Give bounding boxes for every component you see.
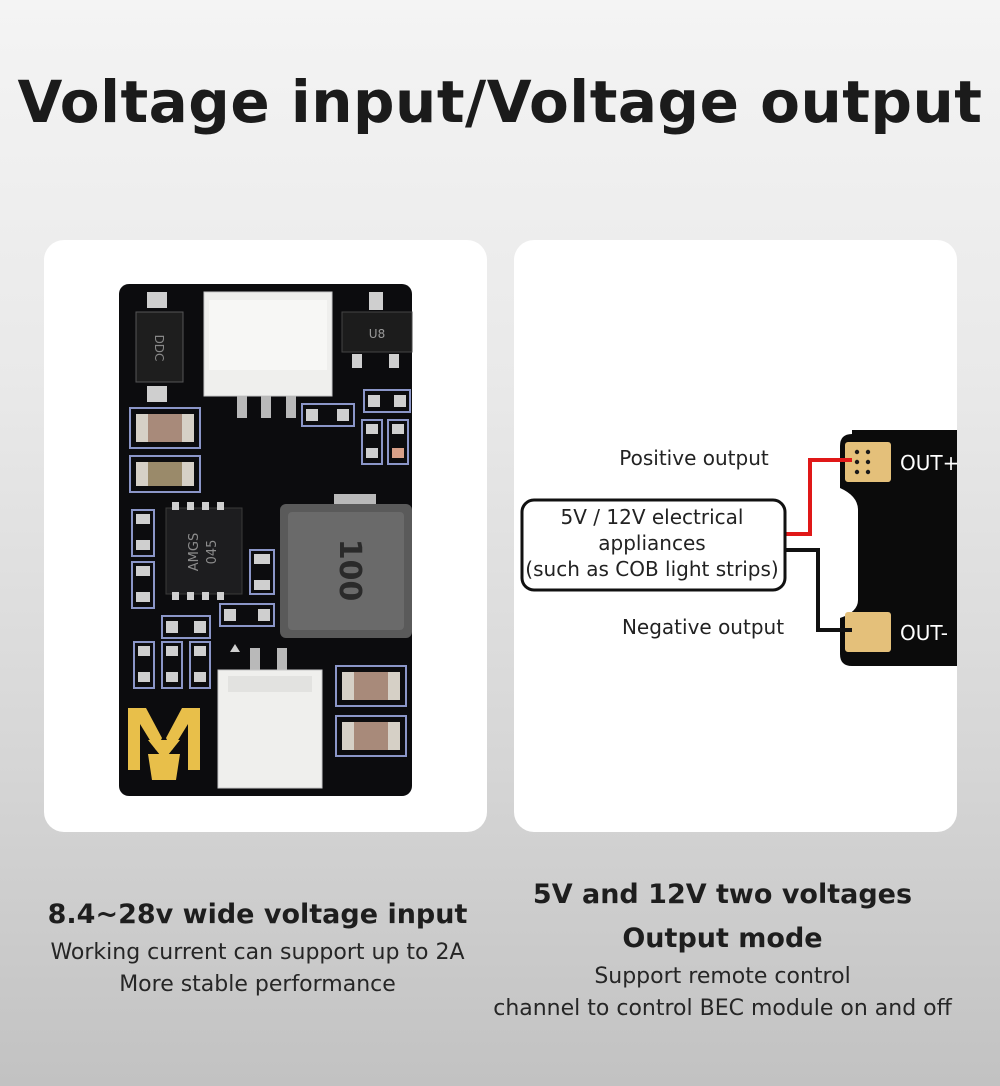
page-title: Voltage input/Voltage output — [17, 68, 983, 136]
input-caption-line-2: More stable performance — [119, 972, 396, 997]
output-caption-heading-2: Output mode — [622, 923, 823, 954]
negative-output-label: Negative output — [622, 615, 784, 639]
out-plus-label: OUT+ — [900, 451, 957, 475]
input-caption-heading: 8.4~28v wide voltage input — [47, 899, 468, 930]
chip-marking-2: 045 — [205, 540, 220, 565]
appliance-line-3: (such as COB light strips) — [525, 557, 778, 581]
out-minus-label: OUT- — [900, 621, 948, 645]
appliance-line-2: appliances — [598, 531, 705, 555]
brand-logo-icon — [128, 708, 200, 780]
inductor-marking: 100 — [332, 539, 367, 602]
appliance-line-1: 5V / 12V electrical — [561, 505, 744, 529]
output-caption-heading-1: 5V and 12V two voltages — [532, 879, 913, 910]
output-caption: 5V and 12V two voltages Output mode Supp… — [480, 873, 965, 1025]
chip-marking-1: AMGS — [187, 533, 202, 571]
output-caption-line-1: Support remote control — [594, 964, 851, 989]
output-caption-line-2: channel to control BEC module on and off — [493, 996, 952, 1021]
regulator-marking: U8 — [369, 327, 385, 341]
appliance-box — [520, 498, 787, 592]
diode-marking: DDC — [152, 335, 166, 362]
positive-output-label: Positive output — [619, 446, 769, 470]
input-caption: 8.4~28v wide voltage input Working curre… — [20, 893, 495, 1001]
input-caption-line-1: Working current can support up to 2A — [50, 940, 465, 965]
output-wiring-diagram: OUT+ OUT- 5V / 12V electrical appliances… — [520, 430, 957, 666]
negative-wire — [786, 548, 852, 632]
positive-wire — [786, 458, 852, 536]
pcb-board-illustration: DDC U8 — [119, 284, 413, 796]
output-diagram-card: OUT+ OUT- 5V / 12V electrical appliances… — [514, 240, 957, 832]
pcb-image-card: DDC U8 — [44, 240, 487, 832]
